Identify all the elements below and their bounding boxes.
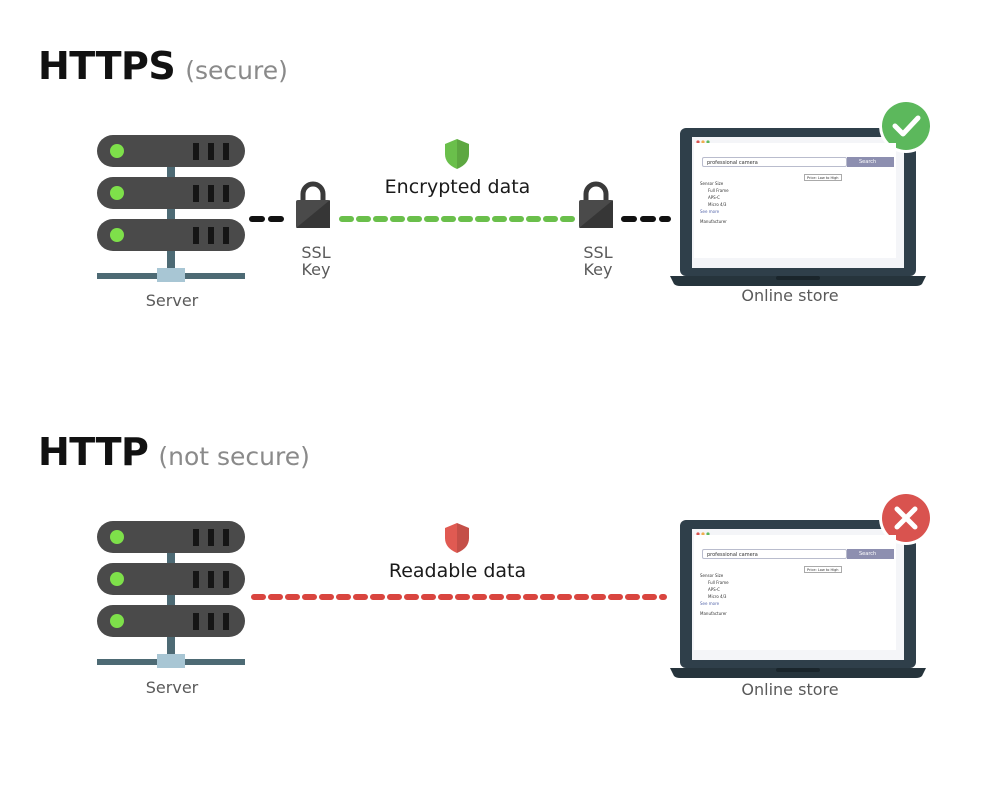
left-padlock-icon <box>296 181 330 228</box>
filter-option-full-frame: Full Frame <box>708 188 729 193</box>
filter-option-aps-c: APS-C <box>708 587 720 592</box>
server-vent <box>223 613 229 630</box>
shield-body <box>445 523 469 553</box>
server-led <box>110 228 124 242</box>
server-connector <box>157 268 185 282</box>
server-vent <box>208 185 214 202</box>
https-subtitle: (secure) <box>185 56 288 85</box>
shield-shade <box>457 139 469 169</box>
store-search-input: professional camera <box>702 549 847 559</box>
cross-icon <box>894 506 918 530</box>
store-search-input: professional camera <box>702 157 847 167</box>
server-vent <box>223 529 229 546</box>
server-led <box>110 530 124 544</box>
red-shield-icon <box>445 523 469 553</box>
server-connector <box>157 654 185 668</box>
http-store-screen: professional camera Search Price: Low to… <box>694 535 896 650</box>
http-title: HTTP <box>38 430 149 474</box>
green-shield-icon <box>445 139 469 169</box>
encrypted-data-label: Encrypted data <box>384 176 531 198</box>
server-led <box>110 572 124 586</box>
left-ssl-key-label: SSL Key <box>301 243 331 279</box>
store-sort-select: Price: Low to High <box>804 566 842 573</box>
lock-shade <box>579 200 613 228</box>
filter-option-aps-c: APS-C <box>708 195 720 200</box>
server-led <box>110 614 124 628</box>
filter-manufacturer-heading: Manufacturer <box>700 611 727 616</box>
laptop-notch <box>776 276 820 280</box>
shield-shade <box>457 523 469 553</box>
https-heading: HTTPS (secure) <box>38 44 288 88</box>
filter-sensor-heading: Sensor Size <box>700 573 724 578</box>
browser-dot <box>706 532 710 536</box>
browser-dot <box>696 140 700 144</box>
http-heading: HTTP (not secure) <box>38 430 310 474</box>
browser-dot <box>701 140 705 144</box>
server-vent <box>193 613 199 630</box>
server-vent <box>193 529 199 546</box>
badge-fill <box>882 102 930 150</box>
filter-manufacturer-heading: Manufacturer <box>700 219 727 224</box>
server-led <box>110 186 124 200</box>
http-subtitle: (not secure) <box>158 442 310 471</box>
server-vent <box>208 613 214 630</box>
filter-option-micro: Micro 4/3 <box>708 202 727 207</box>
server-vent <box>223 227 229 244</box>
http-server-icon <box>97 521 245 668</box>
https-store-screen: professional camera Search Price: Low to… <box>694 143 896 258</box>
lock-shackle <box>583 181 609 201</box>
lock-shackle <box>300 181 326 201</box>
server-vent <box>208 227 214 244</box>
server-vent <box>208 571 214 588</box>
server-vent <box>208 143 214 160</box>
browser-dot <box>701 532 705 536</box>
filter-option-full-frame: Full Frame <box>708 580 729 585</box>
filter-see-more-link: See more <box>700 209 720 214</box>
lock-shade <box>296 200 330 228</box>
http-server-label: Server <box>145 678 199 697</box>
right-ssl-key-label: SSL Key <box>583 243 613 279</box>
http-online-store-label: Online store <box>741 680 839 699</box>
readable-data-label: Readable data <box>388 560 527 582</box>
server-vent <box>223 185 229 202</box>
https-server-icon <box>97 135 245 282</box>
server-vent <box>208 529 214 546</box>
server-led <box>110 144 124 158</box>
server-vent <box>193 185 199 202</box>
right-padlock-icon <box>579 181 613 228</box>
laptop-base <box>670 668 926 678</box>
filter-sensor-heading: Sensor Size <box>700 181 724 186</box>
filter-option-micro: Micro 4/3 <box>708 594 727 599</box>
browser-dot <box>696 532 700 536</box>
browser-dot <box>706 140 710 144</box>
https-online-store-label: Online store <box>741 286 839 305</box>
store-sort-select: Price: Low to High <box>804 174 842 181</box>
check-mark-icon <box>892 115 921 137</box>
server-vent <box>223 571 229 588</box>
store-search-button: Search <box>847 157 894 167</box>
laptop-notch <box>776 668 820 672</box>
server-vent <box>193 227 199 244</box>
server-vent <box>193 143 199 160</box>
https-server-label: Server <box>145 291 199 310</box>
server-vent <box>193 571 199 588</box>
laptop-base <box>670 276 926 286</box>
store-search-button: Search <box>847 549 894 559</box>
shield-body <box>445 139 469 169</box>
filter-see-more-link: See more <box>700 601 720 606</box>
https-title: HTTPS <box>38 44 176 88</box>
server-vent <box>223 143 229 160</box>
